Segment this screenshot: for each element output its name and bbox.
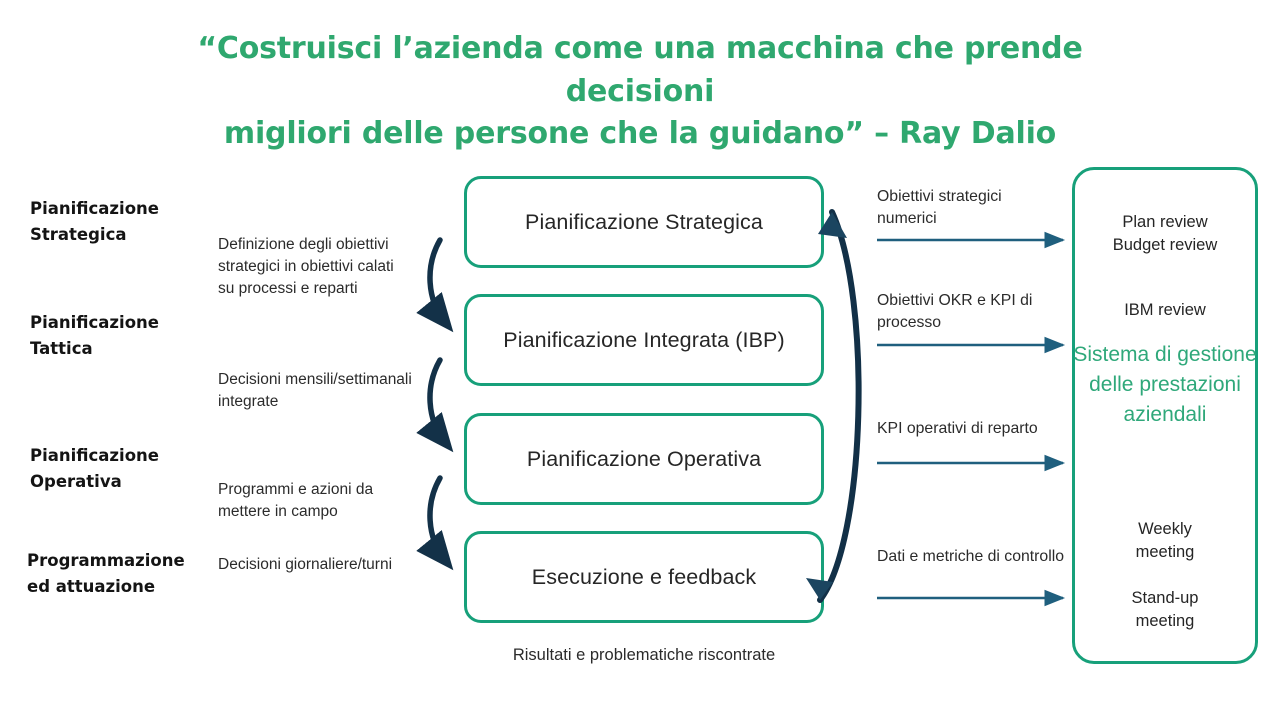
cascade-arrow-1 <box>416 237 454 333</box>
process-box-pianificazione-strategica[interactable]: Pianificazione Strategica <box>464 176 824 268</box>
panel-item-ibm-review: IBM review <box>1124 301 1206 319</box>
description-strategica: Definizione degli obiettivi strategici i… <box>218 236 394 297</box>
flow-label-obiettivi-strategici: Obiettivi strategici numerici <box>877 188 1002 228</box>
description-tattica: Decisioni mensili/settimanali integrate <box>218 371 412 410</box>
page-title-line-2: migliori delle persone che la guidano” –… <box>223 116 1057 152</box>
page-title: “Costruisci l’azienda come una macchina … <box>120 28 1160 156</box>
process-box-label: Pianificazione Integrata (IBP) <box>503 327 785 352</box>
process-box-label: Pianificazione Strategica <box>525 209 763 234</box>
process-box-pianificazione-integrata[interactable]: Pianificazione Integrata (IBP) <box>464 294 824 386</box>
feedback-loop-caption: Risultati e problematiche riscontrate <box>512 646 776 664</box>
process-box-label: Pianificazione Operativa <box>526 446 762 471</box>
process-box-label: Esecuzione e feedback <box>531 564 757 589</box>
description-programmazione: Decisioni giornaliere/turni <box>218 556 393 573</box>
panel-highlight-sistema-gestione: Sistema di gestione delle prestazioni az… <box>1073 343 1257 426</box>
flow-label-obiettivi-okr-kpi: Obiettivi OKR e KPI di processo <box>877 292 1033 332</box>
cascade-arrow-3 <box>416 475 454 571</box>
flow-label-dati-metriche: Dati e metriche di controllo <box>877 548 1065 565</box>
process-box-esecuzione-feedback[interactable]: Esecuzione e feedback <box>464 531 824 623</box>
cascade-arrow-2 <box>416 357 454 453</box>
flow-label-kpi-operativi: KPI operativi di reparto <box>877 420 1038 437</box>
description-operativa: Programmi e azioni da mettere in campo <box>218 481 374 520</box>
output-panel[interactable] <box>1072 167 1258 664</box>
page-title-line-1: “Costruisci l’azienda come una macchina … <box>197 31 1083 109</box>
process-box-pianificazione-operativa[interactable]: Pianificazione Operativa <box>464 413 824 505</box>
